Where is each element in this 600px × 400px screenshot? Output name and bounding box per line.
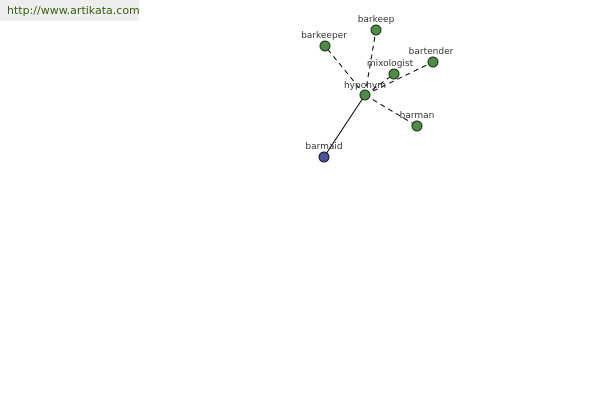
node-label-mixologist: mixologist: [367, 59, 414, 69]
edge-barkeeper: [324, 45, 366, 96]
node-circle: [411, 120, 423, 132]
url-banner: http://www.artikata.com: [0, 0, 140, 21]
node-hyponym[interactable]: hyponym: [344, 81, 386, 101]
edges-layer: [323, 29, 434, 158]
node-label-barmaid: barmaid: [305, 142, 342, 152]
node-circle: [427, 56, 439, 68]
node-label-hyponym: hyponym: [344, 81, 386, 91]
node-circle: [359, 89, 371, 101]
node-bartender[interactable]: bartender: [409, 47, 454, 68]
node-mixologist[interactable]: mixologist: [367, 59, 414, 80]
node-barmaid[interactable]: barmaid: [305, 142, 343, 163]
edge-barkeep: [364, 29, 377, 96]
node-label-barkeeper: barkeeper: [301, 31, 347, 41]
node-label-barkeep: barkeep: [358, 15, 395, 25]
edge-mixologist: [364, 73, 395, 96]
nodes-layer: hyponym barkeep barkeeper bartender mixo…: [301, 15, 454, 163]
node-label-barman: barman: [400, 111, 435, 121]
site-url-link[interactable]: http://www.artikata.com: [7, 4, 140, 17]
node-circle: [388, 68, 400, 80]
node-barman[interactable]: barman: [400, 111, 435, 132]
edge-bartender: [364, 61, 434, 96]
edge-barman: [364, 94, 418, 127]
edge-barmaid: [323, 94, 366, 158]
node-barkeep[interactable]: barkeep: [358, 15, 395, 36]
node-label-bartender: bartender: [409, 47, 454, 57]
node-barkeeper[interactable]: barkeeper: [301, 31, 347, 52]
node-circle: [318, 151, 330, 163]
node-circle: [370, 24, 382, 36]
node-circle: [319, 40, 331, 52]
